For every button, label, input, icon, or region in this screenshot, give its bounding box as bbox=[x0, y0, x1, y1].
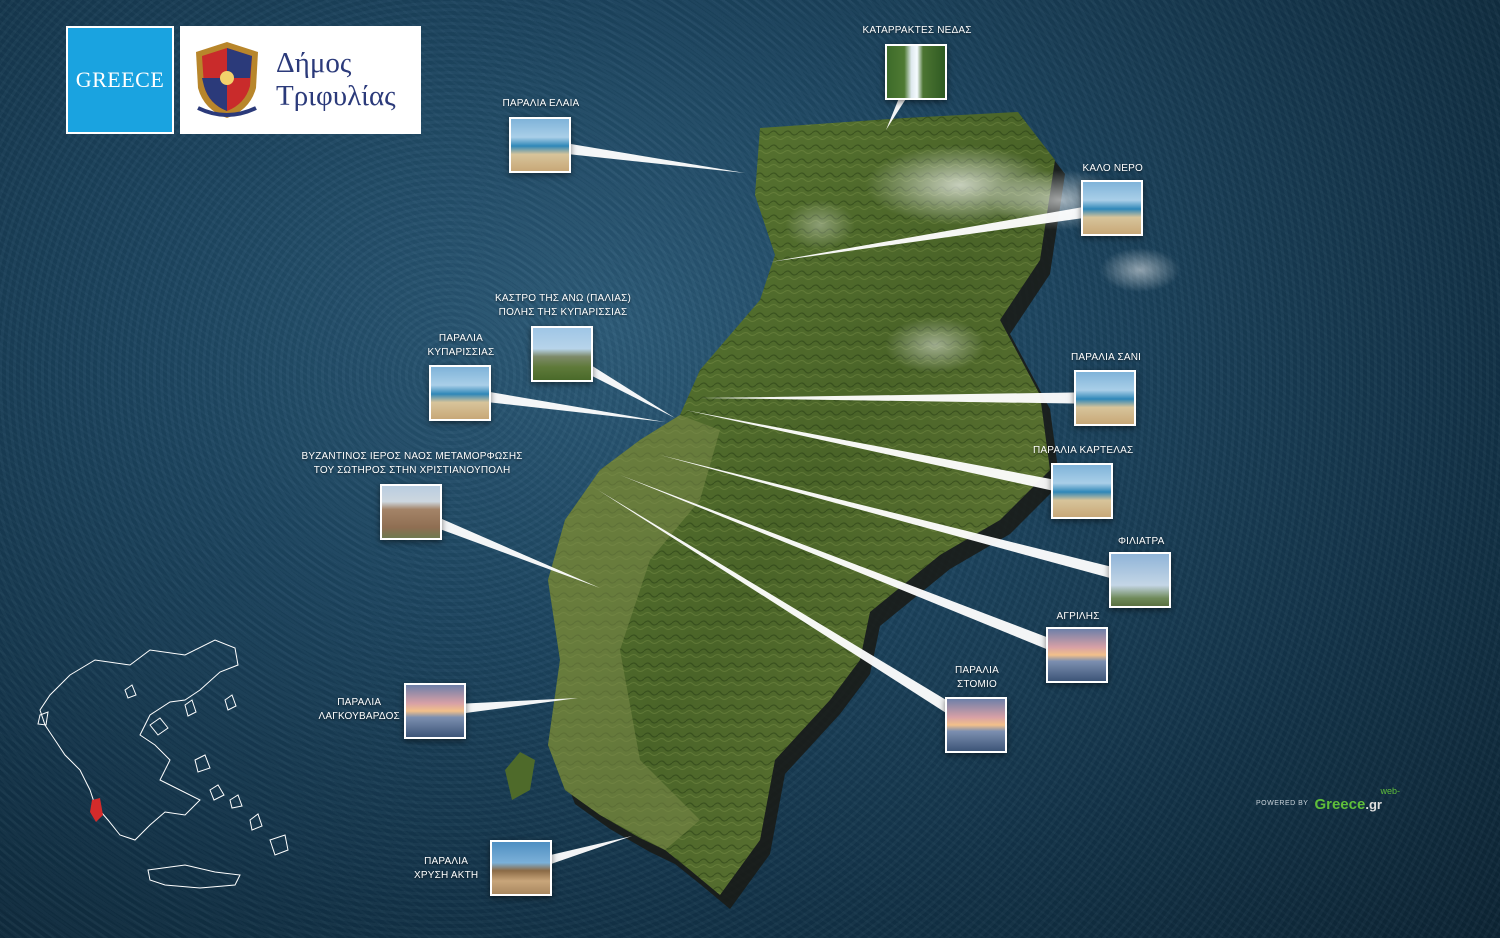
castle-photo-kastro[interactable] bbox=[531, 326, 593, 382]
location-label-line: ΠΑΡΑΛΙΑ bbox=[424, 856, 469, 867]
beach-photo-kyparissia[interactable] bbox=[429, 365, 491, 421]
location-label-kyparissia: ΠΑΡΑΛΙΑ ΚΥΠΑΡΙΣΣΙΑΣ bbox=[428, 332, 495, 360]
location-label-line: ΠΑΡΑΛΙΑ ΚΑΡΤΕΛΑΣ bbox=[1033, 445, 1134, 456]
municipality-line2: Τριφυλίας bbox=[276, 80, 396, 112]
connector-kartela bbox=[685, 410, 1084, 497]
location-label-elaia: ΠΑΡΑΛΙΑ ΕΛΑΙΑ bbox=[503, 97, 580, 111]
location-label-kastro: ΚΑΣΤΡΟ ΤΗΣ ΑΝΩ (ΠΑΛΙΑΣ) ΠΟΛΗΣ ΤΗΣ ΚΥΠΑΡΙΣ… bbox=[495, 292, 631, 320]
location-label-line: ΦΙΛΙΑΤΡΑ bbox=[1118, 536, 1165, 547]
location-label-line: ΠΑΡΑΛΙΑ bbox=[438, 333, 483, 344]
trifylia-highlight bbox=[90, 798, 103, 822]
location-label-kartela: ΠΑΡΑΛΙΑ ΚΑΡΤΕΛΑΣ bbox=[1033, 444, 1133, 458]
cloud bbox=[885, 317, 985, 373]
eiffel-tower-photo-filiatra[interactable] bbox=[1109, 552, 1171, 608]
location-label-line: ΠΑΡΑΛΙΑ bbox=[337, 697, 382, 708]
municipality-line1: Δήμος bbox=[276, 47, 352, 79]
location-label-line: ΠΑΡΑΛΙΑ ΣΑΝΙ bbox=[1071, 352, 1142, 363]
cloud bbox=[1100, 248, 1180, 292]
connector-elaia bbox=[539, 139, 745, 173]
location-label-kalo-nero: ΚΑΛΟ ΝΕΡΟ bbox=[1083, 162, 1144, 176]
connector-lines bbox=[408, 69, 1142, 874]
coastal-plain bbox=[548, 415, 720, 850]
beach-photo-elaia[interactable] bbox=[509, 117, 571, 173]
beach-photo-zani[interactable] bbox=[1074, 370, 1136, 426]
beach-umbrella-photo-chrysi-akti[interactable] bbox=[490, 840, 552, 896]
location-label-line: ΣΤΟΜΙΟ bbox=[957, 679, 997, 690]
location-label-zani: ΠΑΡΑΛΙΑ ΣΑΝΙ bbox=[1071, 351, 1141, 365]
connector-kyparissia bbox=[459, 387, 665, 422]
islet bbox=[505, 752, 535, 800]
location-label-line: ΚΑΣΤΡΟ ΤΗΣ ΑΝΩ (ΠΑΛΙΑΣ) bbox=[495, 293, 632, 304]
location-label-lagkouvardos: ΠΑΡΑΛΙΑ ΛΑΓΚΟΥΒΑΡΔΟΣ bbox=[319, 696, 400, 724]
location-label-line: ΑΓΡΙΛΗΣ bbox=[1056, 611, 1100, 622]
location-label-line: ΒΥΖΑΝΤΙΝΟΣ ΙΕΡΟΣ ΝΑΟΣ ΜΕΤΑΜΟΡΦΩΣΗΣ bbox=[301, 451, 523, 462]
location-label-filiatra: ΦΙΛΙΑΤΡΑ bbox=[1118, 535, 1164, 549]
connector-lagkouvardos bbox=[434, 698, 578, 717]
sunset-photo-lagkouvardos[interactable] bbox=[404, 683, 466, 739]
location-label-line: ΚΑΤΑΡΡΑΚΤΕΣ ΝΕΔΑΣ bbox=[862, 25, 972, 36]
location-label-line: ΠΑΡΑΛΙΑ bbox=[955, 665, 1000, 676]
location-label-line: ΧΡΥΣΗ ΑΚΤΗ bbox=[414, 870, 479, 881]
location-label-line: ΠΟΛΗΣ ΤΗΣ ΚΥΠΑΡΙΣΣΙΑΣ bbox=[498, 307, 628, 318]
sunset-photo-agrilis[interactable] bbox=[1046, 627, 1108, 683]
location-label-stomio: ΠΑΡΑΛΙΑ ΣΤΟΜΙΟ bbox=[955, 664, 999, 692]
powered-by-text: POWERED BY bbox=[1256, 799, 1309, 807]
sunset-photo-stomio[interactable] bbox=[945, 697, 1007, 753]
crest-icon bbox=[196, 42, 258, 118]
brand-prefix: web- bbox=[1380, 786, 1400, 796]
waterfall-photo-neda[interactable] bbox=[885, 44, 947, 100]
location-label-line: ΛΑΓΚΟΥΒΑΡΔΟΣ bbox=[318, 711, 400, 722]
location-label-line: ΚΥΠΑΡΙΣΣΙΑΣ bbox=[427, 347, 495, 358]
location-label-byzantine: ΒΥΖΑΝΤΙΝΟΣ ΙΕΡΟΣ ΝΑΟΣ ΜΕΤΑΜΟΡΦΩΣΗΣ ΤΟΥ ΣΩ… bbox=[302, 450, 523, 478]
municipality-logo: Δήμος Τριφυλίας bbox=[180, 26, 421, 134]
cloud bbox=[785, 200, 855, 250]
greece-inset-map bbox=[37, 639, 289, 889]
brand-main: Greece bbox=[1314, 796, 1366, 813]
connector-byzantine bbox=[408, 506, 600, 588]
church-photo-byzantine[interactable] bbox=[380, 484, 442, 540]
municipality-name: Δήμος Τριφυλίας bbox=[276, 47, 396, 113]
powered-by[interactable]: POWERED BY web- Greece.gr bbox=[1256, 786, 1400, 814]
connector-stomio bbox=[598, 490, 980, 731]
terrain-texture bbox=[548, 112, 1055, 895]
beach-photo-kalo-nero[interactable] bbox=[1081, 180, 1143, 236]
location-label-agrilis: ΑΓΡΙΛΗΣ bbox=[1057, 610, 1100, 624]
connector-kalo-nero bbox=[770, 202, 1113, 262]
brand-tld: .gr bbox=[1365, 797, 1382, 812]
location-label-line: ΠΑΡΑΛΙΑ ΕΛΑΙΑ bbox=[502, 98, 580, 109]
connector-filiatra bbox=[660, 455, 1142, 586]
greece-logo-text: GREECE bbox=[75, 67, 165, 92]
location-label-line: ΚΑΛΟ ΝΕΡΟ bbox=[1082, 163, 1144, 174]
beach-photo-kartela[interactable] bbox=[1051, 463, 1113, 519]
connector-agrilis bbox=[620, 475, 1080, 661]
location-label-chrysi-akti: ΠΑΡΑΛΙΑ ΧΡΥΣΗ ΑΚΤΗ bbox=[414, 855, 478, 883]
webgreece-logo: web- Greece.gr bbox=[1314, 786, 1400, 814]
location-label-line: ΤΟΥ ΣΩΤΗΡΟΣ ΣΤΗΝ ΧΡΙΣΤΙΑΝΟΥΠΟΛΗ bbox=[313, 465, 511, 476]
connector-zani bbox=[700, 392, 1105, 404]
location-label-neda: ΚΑΤΑΡΡΑΚΤΕΣ ΝΕΔΑΣ bbox=[863, 24, 972, 38]
greece-logo: GREECE bbox=[66, 26, 174, 134]
